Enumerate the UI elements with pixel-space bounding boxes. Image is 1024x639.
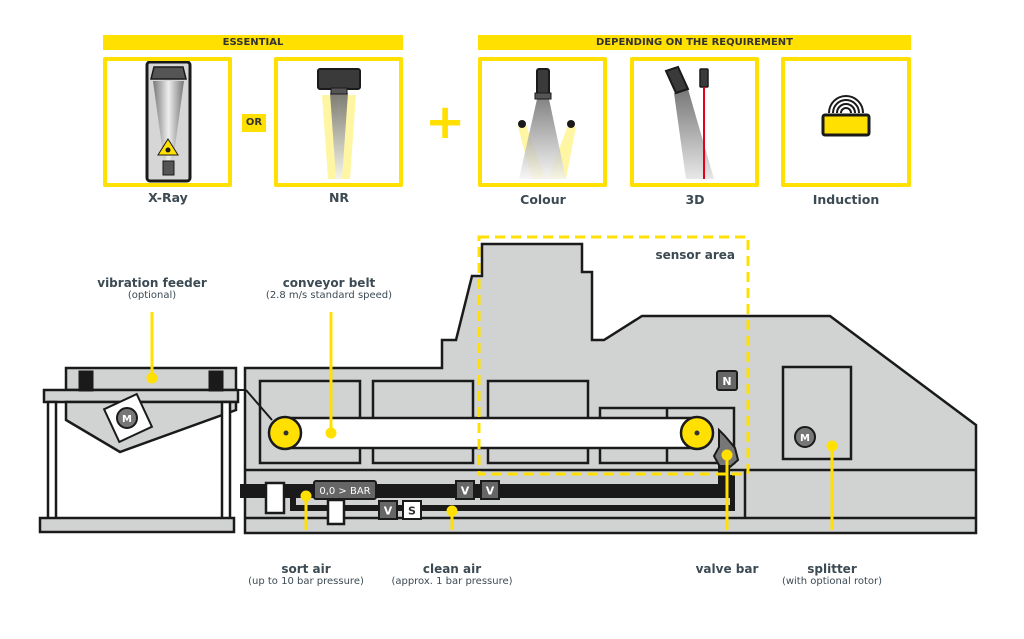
svg-text:V: V (384, 505, 393, 518)
splitter-motor-icon: M (794, 426, 816, 448)
callout-valve-bar: valve bar (695, 562, 759, 576)
sensor-card-3d (630, 57, 759, 187)
sensor-label-xray: X-Ray (148, 190, 188, 205)
sensor-card-colour (478, 57, 607, 187)
svg-text:0,0 > BAR: 0,0 > BAR (319, 486, 370, 497)
splitter-box (781, 365, 853, 461)
nir-sensor-icon (317, 68, 361, 179)
n-badge: N (716, 370, 738, 391)
sensor-card-xray (103, 57, 232, 187)
svg-text:M: M (122, 414, 132, 425)
colour-camera-icon (518, 68, 576, 179)
callout-conveyor-belt: conveyor belt (2.8 m/s standard speed) (265, 276, 393, 301)
sensor-label-colour: Colour (520, 192, 566, 207)
essential-header: ESSENTIAL (103, 35, 403, 50)
callout-vibration-feeder: vibration feeder (optional) (97, 276, 207, 301)
valve-badge-3: V (480, 480, 500, 500)
clean-air-valve (326, 498, 346, 526)
callout-clean-air: clean air (approx. 1 bar pressure) (391, 562, 513, 587)
sensor-card-induction (781, 57, 911, 187)
feeder-motor-icon: M (116, 407, 138, 429)
induction-sensor-icon (821, 95, 871, 137)
sensor-area-box (477, 235, 750, 476)
sort-air-valve (264, 481, 286, 515)
svg-text:V: V (486, 485, 495, 498)
x-ray-sensor-icon (145, 60, 192, 183)
valve-badge-1: V (378, 500, 398, 520)
laser-3d-sensor-icon (664, 65, 714, 179)
switch-badge: S (402, 500, 422, 520)
vibration-feeder (38, 366, 240, 534)
plus-connector: + (425, 94, 466, 150)
svg-text:S: S (408, 505, 416, 518)
callout-splitter: splitter (with optional rotor) (781, 562, 883, 587)
pressure-badge: 0,0 > BAR (313, 480, 377, 500)
svg-text:N: N (722, 375, 731, 388)
sensor-label-induction: Induction (812, 192, 880, 207)
sensor-card-nr (274, 57, 403, 187)
sensor-label-nr: NR (328, 190, 350, 205)
or-connector: OR (242, 114, 266, 132)
svg-text:M: M (800, 433, 810, 444)
depending-header: DEPENDING ON THE REQUIREMENT (478, 35, 911, 50)
sensor-label-3d: 3D (685, 192, 705, 207)
svg-text:V: V (461, 485, 470, 498)
valve-badge-2: V (455, 480, 475, 500)
conveyor-belt (267, 415, 715, 451)
callout-sort-air: sort air (up to 10 bar pressure) (248, 562, 364, 587)
sensor-area-label: sensor area (655, 248, 735, 262)
